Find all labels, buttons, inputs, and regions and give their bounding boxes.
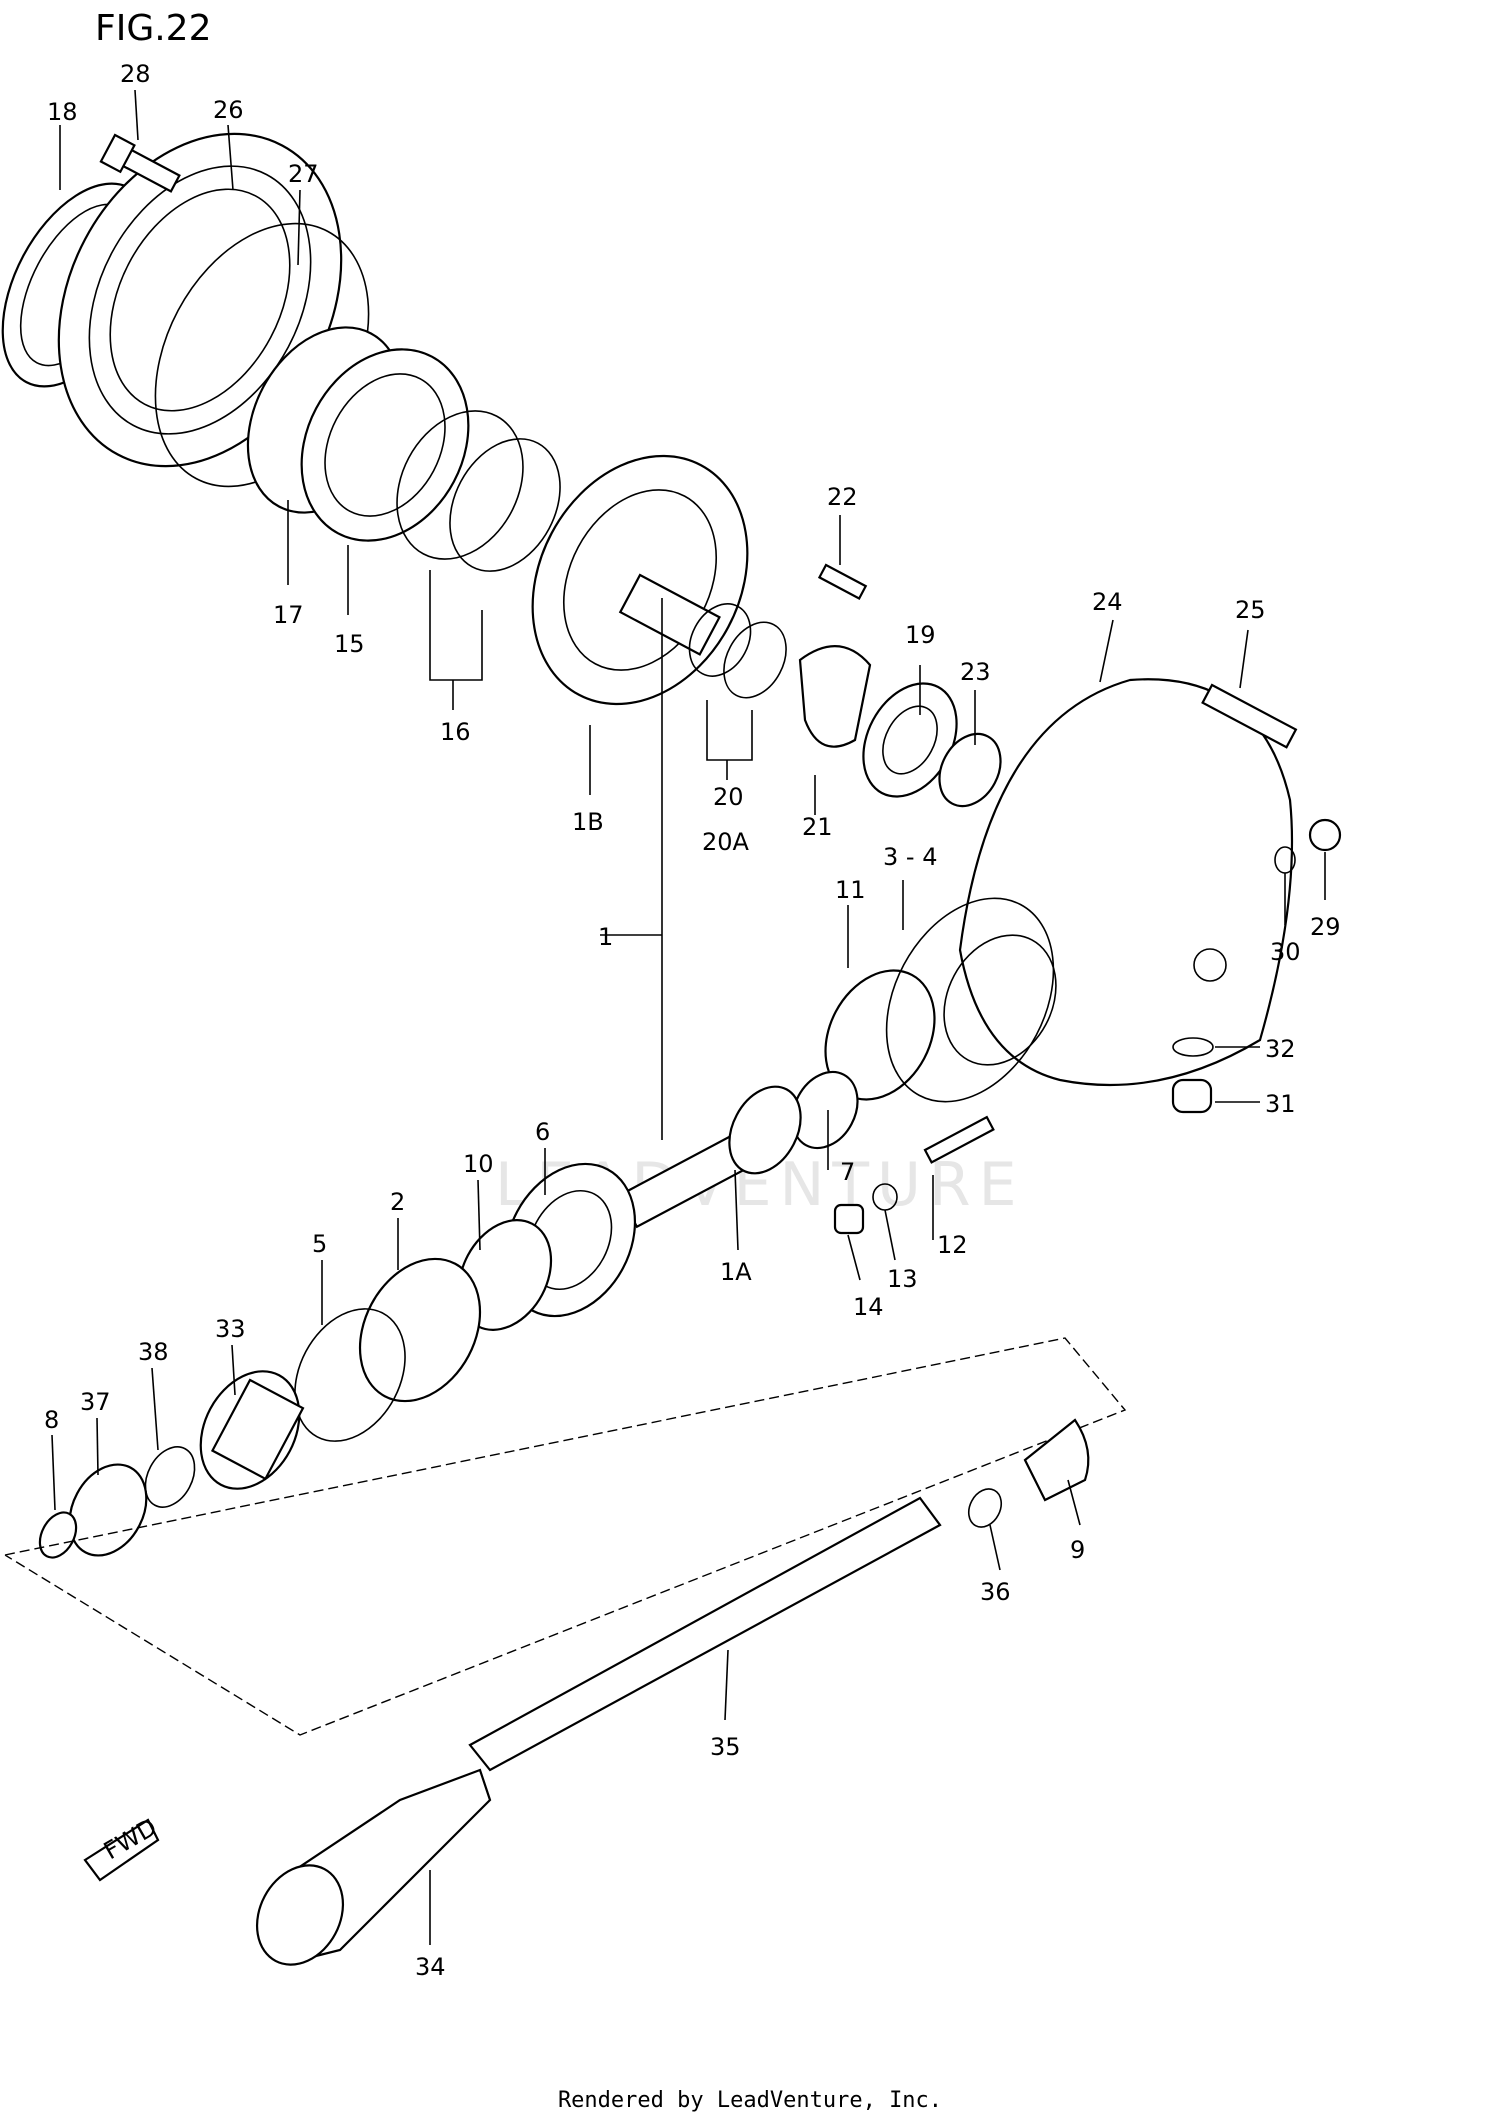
leader-lines xyxy=(51,89,1326,1945)
part-21-retainer xyxy=(798,645,872,748)
part-22-screw xyxy=(817,563,868,600)
fwd-arrow-icon: FWD xyxy=(83,1813,162,1882)
part-28-bolt xyxy=(99,133,181,193)
callout-17: 17 xyxy=(273,601,304,629)
callout-11: 11 xyxy=(835,876,866,904)
part-16-shim-a xyxy=(396,410,524,560)
callout-1B: 1B xyxy=(572,808,604,836)
callout-16: 16 xyxy=(440,718,471,746)
callout-1: 1 xyxy=(598,923,613,951)
callout-13: 13 xyxy=(887,1265,918,1293)
callout-23: 23 xyxy=(960,658,991,686)
callout-35: 35 xyxy=(710,1733,741,1761)
callout-9: 9 xyxy=(1070,1536,1085,1564)
callout-30: 30 xyxy=(1270,938,1301,966)
callout-18: 18 xyxy=(47,98,78,126)
part-25-stud xyxy=(1201,683,1298,749)
part-33-coupler xyxy=(199,1370,305,1490)
part-20-shim-b xyxy=(723,621,787,699)
callout-33: 33 xyxy=(215,1315,246,1343)
part-19-bearing xyxy=(862,682,958,798)
part-20-shim-a xyxy=(688,603,752,677)
callout-38: 38 xyxy=(138,1338,169,1366)
callout-27: 27 xyxy=(288,160,319,188)
callout-2: 2 xyxy=(390,1188,405,1216)
callout-8: 8 xyxy=(44,1406,59,1434)
part-34-u-joint xyxy=(255,1768,492,1966)
part-36-spring xyxy=(967,1488,1003,1528)
callout-37: 37 xyxy=(80,1388,111,1416)
callout-10: 10 xyxy=(463,1150,494,1178)
callout-14: 14 xyxy=(853,1293,884,1321)
part-1B-bevel-gear xyxy=(531,454,749,706)
part-29-plug xyxy=(1308,818,1342,852)
part-5-ring xyxy=(294,1308,406,1442)
part-14-nut xyxy=(833,1203,865,1235)
group-bracket-lower xyxy=(4,1337,1127,1736)
callout-24: 24 xyxy=(1092,588,1123,616)
callout-15: 15 xyxy=(334,630,365,658)
callout-1A: 1A xyxy=(720,1258,752,1286)
callout-29: 29 xyxy=(1310,913,1341,941)
callout-34: 34 xyxy=(415,1953,446,1981)
callout-20A: 20A xyxy=(702,828,750,856)
part-23-seal xyxy=(938,732,1002,808)
callout-7: 7 xyxy=(840,1158,855,1186)
part-3-4-gasket xyxy=(885,897,1055,1103)
callout-12: 12 xyxy=(937,1231,968,1259)
part-35-shaft xyxy=(468,1496,942,1772)
callout-26: 26 xyxy=(213,96,244,124)
part-12-stud xyxy=(923,1115,995,1164)
part-37-collar xyxy=(68,1463,148,1557)
footer-credit: Rendered by LeadVenture, Inc. xyxy=(557,2088,943,2113)
callout-32: 32 xyxy=(1265,1035,1296,1063)
callout-25: 25 xyxy=(1235,596,1266,624)
callout-28: 28 xyxy=(120,60,151,88)
callout-6: 6 xyxy=(535,1118,550,1146)
part-24-gear-case xyxy=(943,678,1294,1087)
callout-21: 21 xyxy=(802,813,833,841)
callout-3-4: 3 - 4 xyxy=(883,843,937,871)
part-7-bearing xyxy=(791,1070,859,1150)
callout-labels: 18 28 26 27 17 15 16 1B 22 19 23 24 25 2… xyxy=(44,60,1341,1981)
callout-36: 36 xyxy=(980,1578,1011,1606)
callout-5: 5 xyxy=(312,1230,327,1258)
callout-31: 31 xyxy=(1265,1090,1296,1118)
part-8-washer xyxy=(38,1511,78,1559)
callout-19: 19 xyxy=(905,621,936,649)
part-32-washer xyxy=(1172,1037,1214,1057)
callout-20: 20 xyxy=(713,783,744,811)
part-31-plug xyxy=(1171,1078,1213,1114)
figure-title: FIG.22 xyxy=(95,8,211,49)
part-15-bearing xyxy=(300,348,470,542)
part-2-nut xyxy=(358,1257,482,1403)
callout-22: 22 xyxy=(827,483,858,511)
part-9-bushing xyxy=(1023,1418,1090,1502)
part-16-shim-b xyxy=(449,438,561,572)
part-38-circlip xyxy=(144,1446,196,1508)
